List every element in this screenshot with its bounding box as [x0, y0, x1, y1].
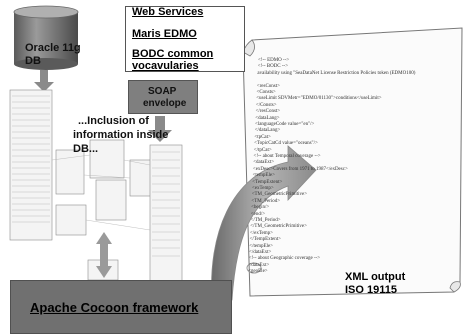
cocoon-framework-label: Apache Cocoon framework: [30, 300, 199, 315]
xml-doc-line: availability using "SeaDataNet License R…: [257, 70, 416, 76]
soap-down-arrow: [148, 116, 172, 142]
xml-doc-line: <end/>: [250, 211, 266, 217]
bodc-label-line2: vocavularies: [132, 60, 199, 72]
xml-doc-line: </tpCat>: [253, 147, 272, 153]
db-down-arrow: [34, 70, 54, 92]
xml-doc-line: </exTemp>: [249, 230, 273, 236]
web-services-box: [125, 6, 245, 72]
database-schema-lines: [12, 95, 180, 257]
xml-doc-line: </TM_Period>: [250, 218, 281, 223]
xml-doc-line: <tpCat>: [254, 134, 271, 140]
xml-doc-line: <exDesc>Covers from 1971 to 1987</exDesc…: [252, 166, 348, 172]
database-label-line2: DB: [25, 55, 41, 67]
xml-doc-line: <languageCode value="en"/>: [255, 122, 315, 127]
soap-label-line2: envelope: [143, 98, 187, 109]
xml-doc-line: <exTemp>: [252, 186, 274, 191]
xml-doc-line: <TM_GeometricPrimitive>: [251, 192, 308, 198]
xml-doc-line: <geoEle>: [248, 269, 268, 275]
xml-output-label-line1: XML output: [345, 271, 406, 283]
xml-doc-line: <!-- EDMO -->: [258, 58, 290, 63]
soap-label-line1: SOAP: [148, 86, 177, 97]
curved-output-arrow: [211, 145, 317, 301]
xml-doc-line: <TM_Period>: [251, 198, 281, 204]
bodc-label-line1: BODC common: [132, 48, 214, 60]
inclusion-text-line3: DB...: [73, 143, 99, 155]
inclusion-text-line1: ...Inclusion of: [78, 115, 149, 127]
inclusion-text-line2: information inside: [73, 129, 169, 141]
xml-doc-line: <TopicCatCd value="oceans"/>: [254, 141, 318, 147]
schema-cocoon-arrow: [96, 232, 112, 278]
xml-doc-line: <dataExt>: [248, 262, 270, 268]
xml-doc-line: <dataLang>: [255, 115, 280, 121]
xml-doc-line: <begin/>: [251, 205, 270, 211]
xml-doc-line: <useLimit SDVMetr="EDMO/01130">condition…: [256, 96, 382, 102]
cocoon-framework-bar: [10, 280, 232, 334]
soap-envelope-box: [128, 80, 198, 114]
xml-output-label-line2: ISO 19115: [345, 284, 397, 296]
xml-doc-line: <!-- BODC -->: [257, 64, 289, 70]
xml-doc-line: <tempEle>: [252, 173, 275, 179]
xml-doc-line: <resConst>: [256, 83, 280, 89]
xml-doc-line: </tempEle>: [249, 243, 273, 249]
xml-doc-line: </Consts>: [255, 102, 277, 108]
xml-doc-line: <!-- about Temporal coverage -->: [253, 154, 321, 159]
xml-doc-line: </TempExtent>: [249, 237, 281, 243]
database-label-line1: Oracle 11g: [25, 42, 81, 54]
xml-doc-line: <Consts>: [256, 90, 276, 95]
connector-ring: [246, 262, 262, 274]
database-schema-sketch: [9, 89, 183, 286]
xml-document-page: [242, 27, 463, 297]
web-services-title: Web Services: [132, 6, 204, 18]
xml-doc-line: <TempExtent>: [252, 179, 283, 185]
xml-doc-line: <dataExt>: [253, 160, 275, 166]
database-cylinder: [13, 5, 79, 70]
xml-doc-line: </dataExt>: [249, 250, 272, 255]
xml-doc-line: </TM_GeometricPrimitive>: [250, 224, 307, 230]
xml-doc-line: <!-- about Geographic coverage -->: [248, 256, 321, 262]
maris-edmo-label: Maris EDMO: [132, 28, 197, 40]
xml-doc-line: </resConst>: [255, 109, 281, 115]
xml-doc-line: </dataLang>: [254, 128, 281, 134]
